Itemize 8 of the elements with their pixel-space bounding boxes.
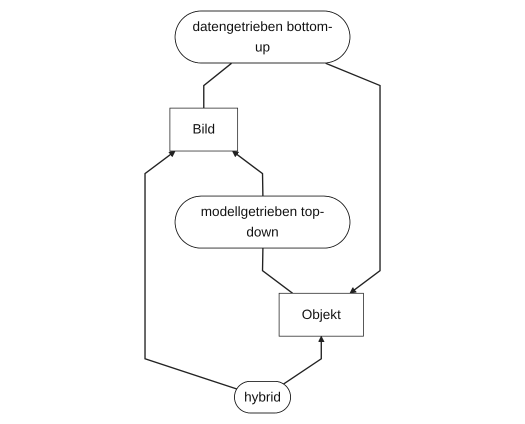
node-box: Objekt: [278, 292, 364, 337]
arrow: [232, 150, 264, 197]
arrow: [283, 336, 325, 385]
connector: [203, 62, 232, 108]
arrow: [325, 62, 381, 294]
arrow: [144, 150, 238, 390]
node-box: Bild: [169, 108, 238, 152]
connector: [262, 248, 294, 294]
